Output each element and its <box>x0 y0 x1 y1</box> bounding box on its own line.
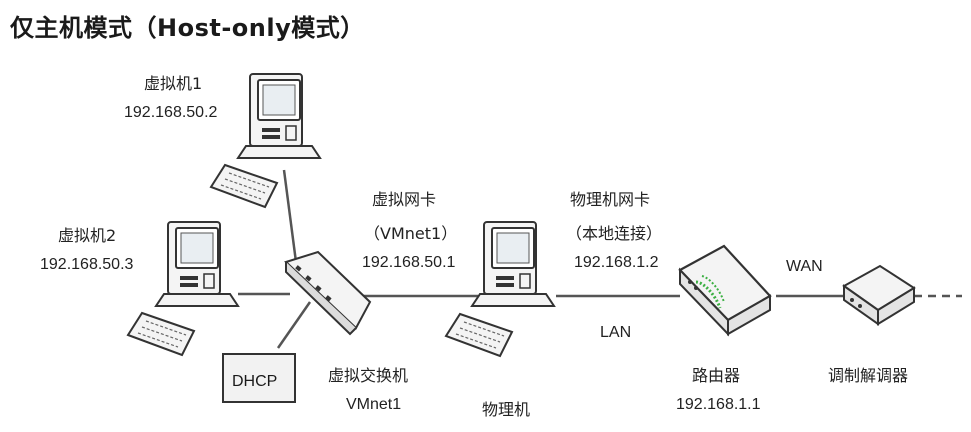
wan-label: WAN <box>786 258 823 275</box>
vnic-ip: 192.168.50.1 <box>362 254 456 271</box>
router-name: 路由器 <box>692 366 741 385</box>
computer-icon-host <box>471 221 555 307</box>
switch-icon <box>284 250 372 336</box>
pnic-name: 物理机网卡 <box>570 190 651 209</box>
computer-icon-vm2 <box>155 221 239 307</box>
keyboard-icon-vm2 <box>127 312 195 356</box>
host-name: 物理机 <box>482 400 531 419</box>
computer-icon-vm1 <box>237 73 321 159</box>
router-icon <box>678 244 772 337</box>
vnic-sub: （VMnet1） <box>364 224 458 243</box>
keyboard-icon-host <box>445 313 513 357</box>
modem-icon <box>842 264 916 326</box>
pnic-sub: （本地连接） <box>566 224 663 243</box>
modem-name: 调制解调器 <box>828 366 909 385</box>
link-vm1-switch <box>282 169 298 263</box>
diagram-title: 仅主机模式（Host-only模式） <box>10 14 365 42</box>
vm2-name: 虚拟机2 <box>58 226 117 245</box>
link-dhcp-switch <box>276 301 312 349</box>
dhcp-server-box <box>222 353 296 403</box>
pnic-ip: 192.168.1.2 <box>574 254 659 271</box>
vm1-name: 虚拟机1 <box>144 74 203 93</box>
vswitch-sub: VMnet1 <box>346 396 402 413</box>
keyboard-icon-vm1 <box>210 164 278 208</box>
vswitch-name: 虚拟交换机 <box>328 366 409 385</box>
dhcp-label: DHCP <box>232 373 278 390</box>
vm2-ip: 192.168.50.3 <box>40 256 134 273</box>
router-ip: 192.168.1.1 <box>676 396 761 413</box>
lan-label: LAN <box>600 324 632 341</box>
vm1-ip: 192.168.50.2 <box>124 104 218 121</box>
vnic-name: 虚拟网卡 <box>372 190 437 209</box>
